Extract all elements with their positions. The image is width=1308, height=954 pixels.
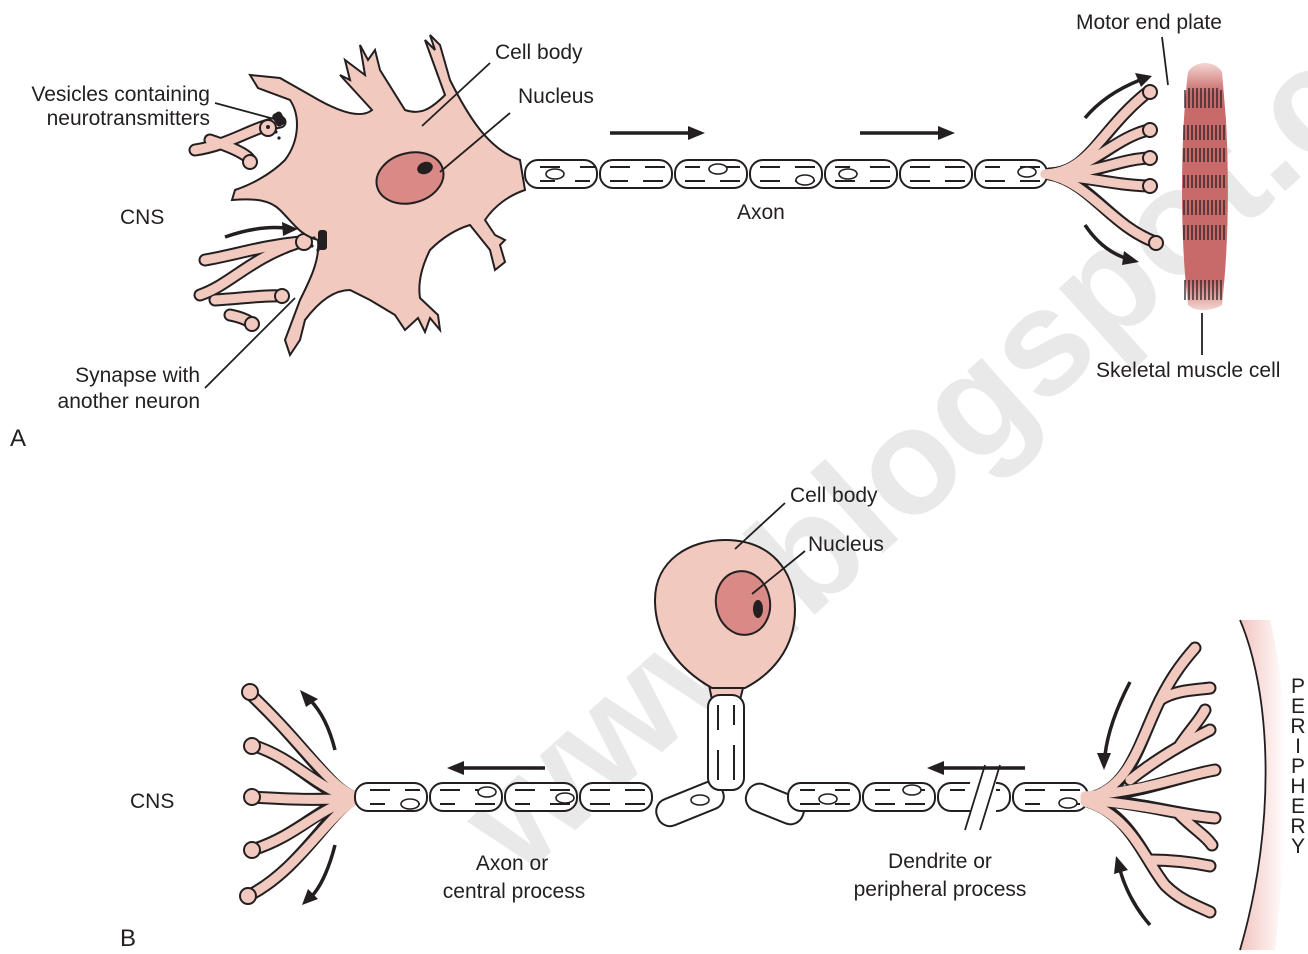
panel-letter-a: A [10,425,26,452]
label-skeletal-muscle-cell: Skeletal muscle cell [1096,359,1280,382]
label-cell-body-b: Cell body [790,484,878,507]
label-axon-b-line1: Axon or [476,852,548,875]
label-periphery: P E R I P H E R Y [1290,675,1305,858]
periphery-band [1240,620,1286,950]
watermark-text: www.blogspot.com [428,0,1308,904]
label-nucleus-b: Nucleus [808,533,884,556]
label-nucleus-a: Nucleus [518,85,594,108]
periphery-letter: Y [1291,835,1305,858]
label-vesicles-line1: Vesicles containing [31,83,210,106]
label-dendrite-b-line1: Dendrite or [888,850,992,873]
central-terminal-b [240,684,360,904]
dendrite-b [788,765,1088,830]
label-cns-b: CNS [130,790,174,813]
label-dendrite-b-line2: peripheral process [854,878,1027,901]
panel-letter-b: B [120,925,136,952]
label-axon-a: Axon [737,201,785,224]
label-cns-a: CNS [120,206,164,229]
panel-b: Cell body Nucleus CNS Axon or central pr… [120,484,1306,952]
label-synapse-line1: Synapse with [75,364,200,387]
label-synapse-line2: another neuron [58,390,200,413]
label-motor-end-plate: Motor end plate [1076,11,1222,34]
cell-body-a [232,35,525,355]
axon-a [525,160,1047,188]
label-axon-b-line2: central process [443,880,585,903]
stem-process-b [708,680,745,790]
peripheral-dendrites-b [1085,648,1215,912]
label-cell-body-a: Cell body [495,41,583,64]
label-vesicles-line2: neurotransmitters [47,107,210,130]
skeletal-muscle-cell [1182,63,1228,310]
